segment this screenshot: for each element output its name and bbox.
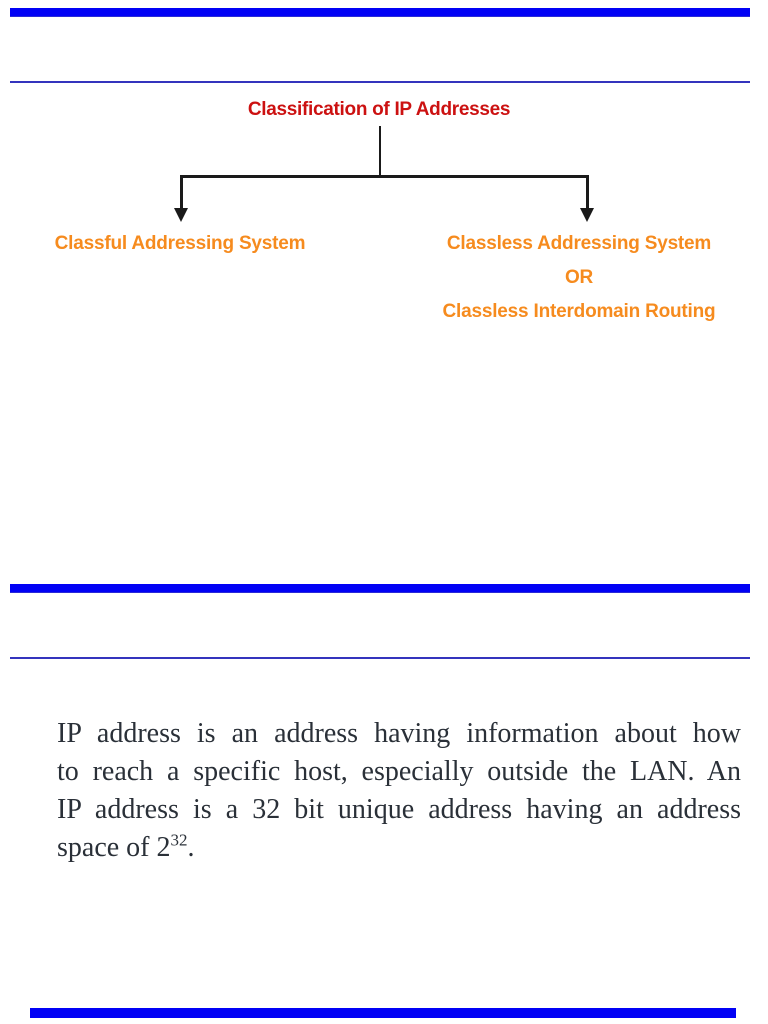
- tree-right-drop-line: [586, 175, 589, 209]
- diagram-title: Classification of IP Addresses: [247, 99, 511, 120]
- tree-left-drop-line: [180, 175, 183, 209]
- slide2-title-divider: [10, 657, 750, 659]
- paragraph-exponent: 32: [170, 830, 188, 850]
- body-paragraph: IP address is an address having informat…: [57, 715, 741, 867]
- paragraph-line-3: IP address is a 32 bit unique address ha…: [57, 794, 741, 825]
- paragraph-line-4-text: space of 2: [57, 832, 171, 863]
- tree-stem-line: [379, 126, 381, 176]
- slide2-top-rule: [10, 584, 750, 593]
- slide1-title-divider: [10, 81, 750, 83]
- paragraph-line-4-period: .: [187, 832, 195, 863]
- branch-right-line1: Classless Addressing System: [446, 233, 712, 254]
- branch-label-classless: Classless Addressing System OR Classless…: [418, 233, 740, 323]
- paragraph-line-1: IP address is an address having informat…: [57, 718, 741, 749]
- slide1-top-rule: [10, 8, 750, 17]
- arrow-down-icon: [580, 208, 594, 222]
- paragraph-line-2: to reach a specific host, especially out…: [57, 756, 741, 787]
- paragraph-line-4: space of 232.: [57, 829, 741, 867]
- slide2-bottom-rule: [30, 1008, 736, 1018]
- tree-horizontal-connector: [181, 175, 589, 178]
- branch-label-classful: Classful Addressing System: [54, 233, 306, 254]
- arrow-down-icon: [174, 208, 188, 222]
- branch-right-line3: Classless Interdomain Routing: [442, 301, 716, 322]
- branch-right-line2: OR: [564, 267, 594, 288]
